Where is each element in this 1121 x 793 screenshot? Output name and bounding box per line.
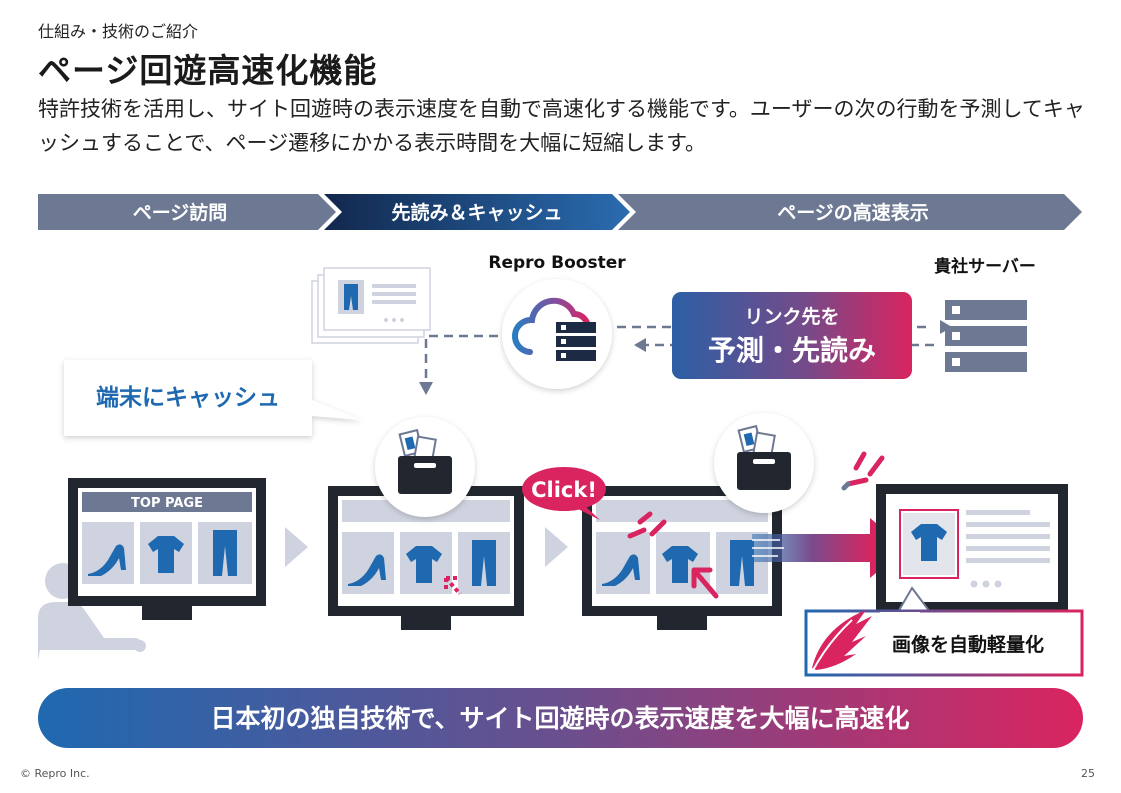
click-burst-icon (627, 511, 667, 539)
summary-banner: 日本初の独自技術で、サイト回遊時の表示速度を大幅に高速化 (38, 688, 1083, 748)
monitor-click (582, 486, 782, 630)
dashed-cursor-icon (444, 576, 462, 596)
step-3-label: ページの高速表示 (777, 201, 929, 224)
page-description: 特許技術を活用し、サイト回遊時の表示速度を自動で高速化する機能です。ユーザーの次… (38, 97, 1085, 155)
pop-burst-icon (845, 451, 885, 487)
arrowhead-left (634, 338, 646, 352)
flow-chevron-2 (545, 527, 568, 567)
monitor-product-list (328, 486, 524, 630)
server-icon (945, 300, 1027, 372)
monitor-top-page: TOP PAGE (68, 478, 266, 620)
cache-callout-text: 端末にキャッシュ (96, 385, 280, 411)
server-label: 貴社サーバー (934, 256, 1036, 277)
predict-line-1: リンク先を (744, 305, 839, 328)
step-1-label: ページ訪問 (133, 201, 228, 224)
step-bar: ページ訪問 先読み＆キャッシュ ページの高速表示 (38, 194, 1082, 230)
cursor-icon (691, 567, 719, 599)
cloud-server-icon (502, 279, 612, 389)
cache-box-icon-2 (714, 413, 814, 513)
prefetched-pages-icon (311, 267, 431, 344)
predict-line-2: 予測・先読み (708, 334, 876, 367)
image-light-label: 画像を自動軽量化 (892, 633, 1044, 656)
page-title: ページ回遊高速化機能 (38, 51, 378, 90)
click-label: Click! (531, 478, 597, 502)
monitor-detail-page (876, 484, 1068, 612)
section-eyebrow: 仕組み・技術のご紹介 (38, 22, 199, 41)
banner-text: 日本初の独自技術で、サイト回遊時の表示速度を大幅に高速化 (210, 704, 909, 733)
predict-box: リンク先を 予測・先読み (672, 292, 912, 379)
copyright: © Repro Inc. (20, 767, 90, 780)
click-bubble: Click! (522, 467, 606, 520)
step-1-arrow (38, 194, 336, 230)
arrowhead-down (419, 382, 433, 395)
flow-chevron-1 (285, 527, 308, 567)
cache-box-icon (375, 417, 475, 517)
feather-icon (812, 610, 872, 670)
pants-icon (213, 530, 237, 576)
booster-label: Repro Booster (488, 253, 626, 273)
page-number: 25 (1081, 767, 1095, 780)
heel-icon (88, 544, 126, 576)
shirt-icon (148, 536, 184, 573)
step-2-arrow (324, 194, 630, 230)
top-page-label: TOP PAGE (131, 496, 203, 511)
cache-callout: 端末にキャッシュ (64, 360, 362, 436)
step-2-label: 先読み＆キャッシュ (391, 201, 562, 224)
step-3-arrow (618, 194, 1082, 230)
image-light-callout: 画像を自動軽量化 (804, 586, 1084, 677)
